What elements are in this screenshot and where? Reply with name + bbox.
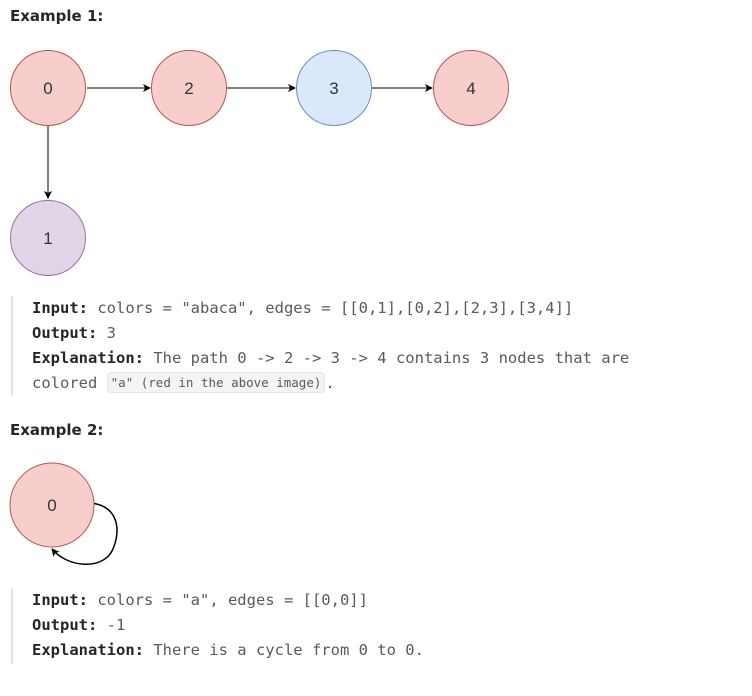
node-0-label: 0 xyxy=(43,79,52,98)
input-label: Input: xyxy=(32,299,88,317)
explanation-line: Explanation: The path 0 -> 2 -> 3 -> 4 c… xyxy=(32,346,629,371)
input-value: colors = "a", edges = [[0,0]] xyxy=(88,591,368,609)
node-1-label: 1 xyxy=(43,229,52,248)
node-0: 0 xyxy=(9,462,95,548)
explanation-period: . xyxy=(325,374,335,392)
explanation-text-cont: colored xyxy=(32,374,107,392)
example-1-heading: Example 1: xyxy=(10,7,104,25)
self-loop-edge xyxy=(51,502,118,565)
example-1-graph-diagram: 0 2 3 4 1 xyxy=(10,50,509,276)
node-4-label: 4 xyxy=(466,79,475,98)
output-label: Output: xyxy=(32,616,98,634)
explanation-line: Explanation: There is a cycle from 0 to … xyxy=(32,638,424,663)
output-value: 3 xyxy=(97,324,116,342)
explanation-line-2: colored "a" (red in the above image). xyxy=(32,371,629,396)
node-4: 4 xyxy=(433,50,509,126)
explanation-label: Explanation: xyxy=(32,349,144,367)
node-3-label: 3 xyxy=(329,79,338,98)
input-value: colors = "abaca", edges = [[0,1],[0,2],[… xyxy=(88,299,574,317)
output-value: -1 xyxy=(97,616,126,634)
explanation-text: There is a cycle from 0 to 0. xyxy=(143,641,424,659)
node-3: 3 xyxy=(296,50,372,126)
output-line: Output: 3 xyxy=(32,321,629,346)
node-0: 0 xyxy=(10,50,86,126)
node-1: 1 xyxy=(10,200,86,276)
input-label: Input: xyxy=(32,591,88,609)
example-2-graph-diagram: 0 xyxy=(9,462,118,565)
input-line: Input: colors = "a", edges = [[0,0]] xyxy=(32,588,424,613)
explanation-text: The path 0 -> 2 -> 3 -> 4 contains 3 nod… xyxy=(143,349,630,367)
input-line: Input: colors = "abaca", edges = [[0,1],… xyxy=(32,296,629,321)
output-label: Output: xyxy=(32,324,98,342)
node-0-label: 0 xyxy=(47,496,56,515)
example-2-heading: Example 2: xyxy=(10,421,104,439)
node-2-label: 2 xyxy=(184,79,193,98)
inline-code: "a" (red in the above image) xyxy=(106,372,326,393)
node-2: 2 xyxy=(151,50,227,126)
example-1-block: Input: colors = "abaca", edges = [[0,1],… xyxy=(11,296,629,396)
output-line: Output: -1 xyxy=(32,613,424,638)
example-2-block: Input: colors = "a", edges = [[0,0]]Outp… xyxy=(11,588,424,664)
explanation-label: Explanation: xyxy=(32,641,144,659)
